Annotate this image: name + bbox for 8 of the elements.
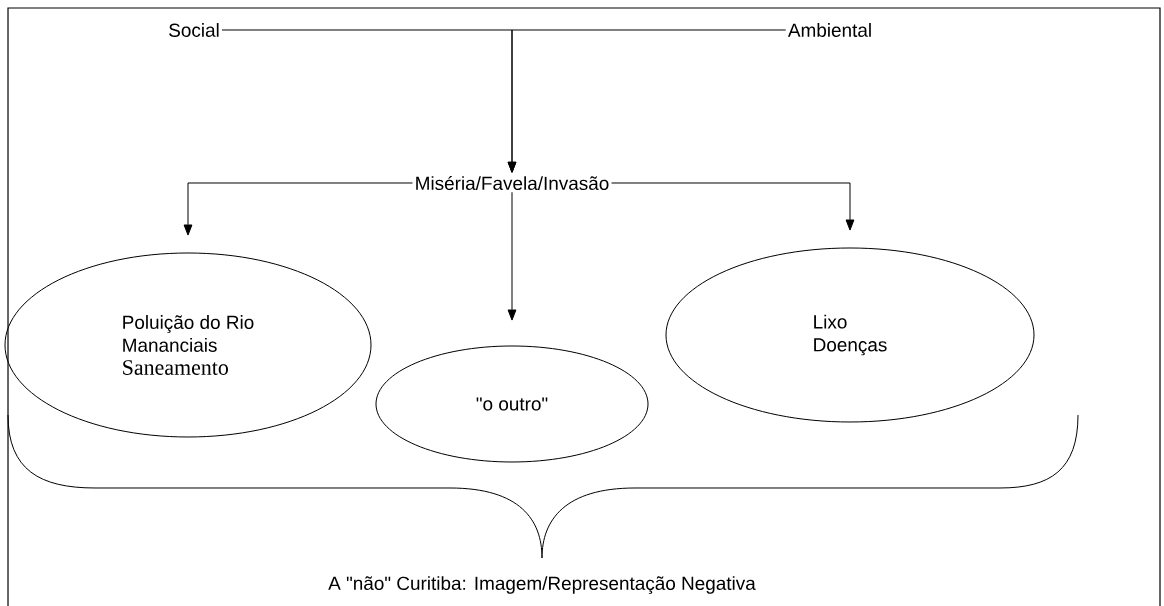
node-label: Social (169, 23, 219, 37)
node-label: Miséria/Favela/Invasão (416, 175, 609, 191)
caption-text: A "não" Curitiba: Imagem/Representação Negativa (328, 576, 756, 594)
arrow (611, 182, 855, 231)
arrow (507, 191, 517, 321)
node-label: Ambiental (787, 23, 871, 37)
arrow (507, 29, 787, 173)
arrow (183, 182, 413, 236)
